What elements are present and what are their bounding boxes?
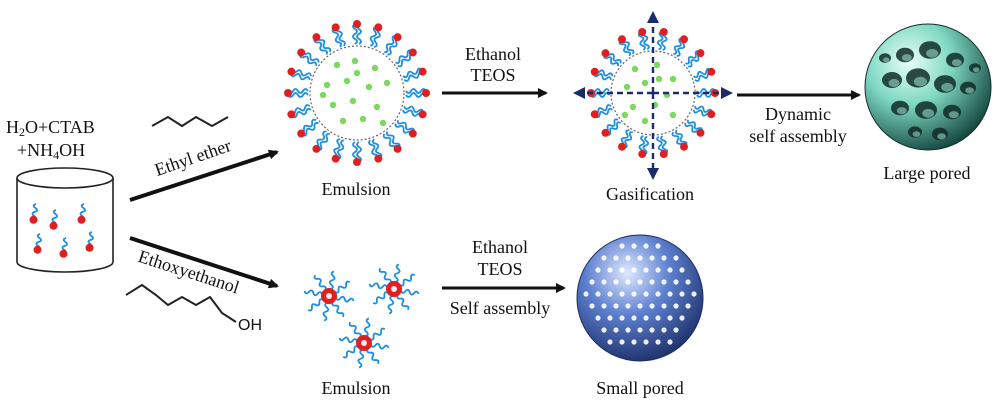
expansion-arrows — [573, 11, 733, 180]
arrow-to-emulsion-top — [129, 149, 279, 202]
arrow-to-emulsion-bottom — [129, 236, 279, 289]
small-pored-sphere — [576, 234, 704, 362]
large-pored-sphere — [864, 23, 992, 151]
hydroxyl-group-label: OH — [238, 317, 262, 334]
gasification-label: Gasification — [606, 184, 694, 204]
reagents-line-2: +NH4OH — [17, 140, 86, 162]
emulsion-bottom-label: Emulsion — [321, 378, 391, 398]
emulsion-top-label: Emulsion — [321, 179, 391, 199]
reaction-beaker — [16, 167, 114, 273]
reagents-line-1: H2O+CTAB — [6, 117, 95, 139]
large-pored-label: Large pored — [883, 163, 971, 183]
gasification-droplet — [573, 11, 733, 180]
ethanol-bottom-label: Ethanol — [472, 237, 528, 257]
dynamic-label: Dynamic — [765, 104, 831, 124]
ethanol-top-label: Ethanol — [465, 44, 521, 64]
emulsion-droplet-top — [284, 20, 430, 166]
ethyl-ether-structure — [151, 115, 229, 128]
small-pored-label: Small pored — [596, 378, 684, 398]
emulsion-micelles-bottom — [303, 263, 420, 369]
self-assembly-bottom-label: Self assembly — [449, 298, 551, 318]
teos-bottom-label: TEOS — [477, 259, 523, 279]
ethoxyethanol-structure — [125, 283, 237, 323]
self-assembly-top-label: self assembly — [749, 126, 847, 146]
teos-top-label: TEOS — [470, 65, 516, 85]
